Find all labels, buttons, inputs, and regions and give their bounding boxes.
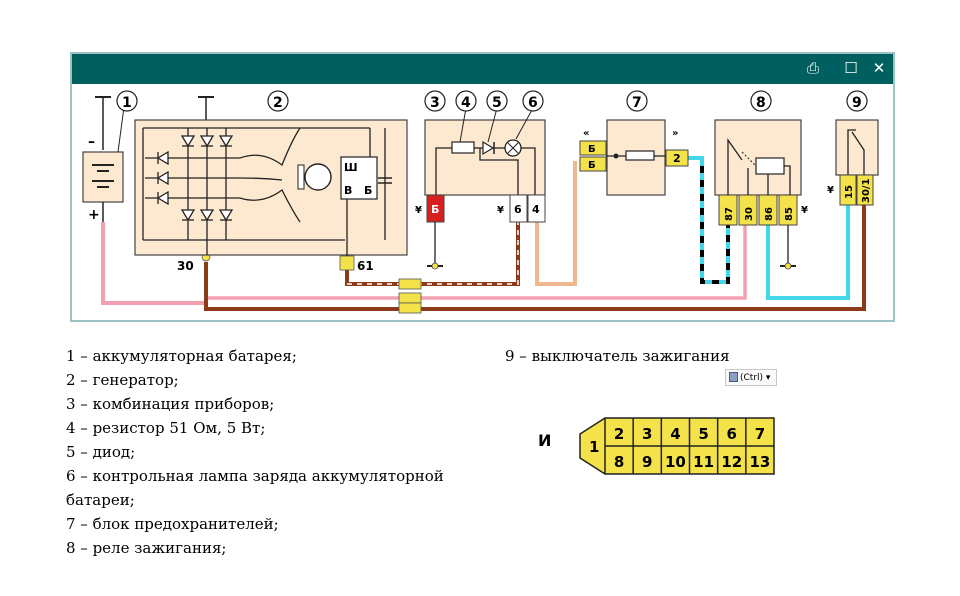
ignition-pin-15: 15 bbox=[844, 185, 855, 199]
svg-text:»: » bbox=[672, 128, 678, 139]
legend-item: 6 – контрольная лампа заряда аккумулятор… bbox=[66, 467, 444, 485]
fuse-pin-b2: Б bbox=[588, 160, 596, 171]
ignition-switch: 15 30/1 ¥ bbox=[827, 119, 879, 206]
legend-item: 8 – реле зажигания; bbox=[66, 539, 227, 557]
component-number-6: 6 bbox=[528, 95, 538, 111]
wire-pink-main bbox=[206, 225, 747, 300]
legend-list: 1 – аккумуляторная батарея; 2 – генерато… bbox=[66, 344, 444, 560]
panel-pin-b: Б bbox=[431, 203, 439, 216]
svg-text:«: « bbox=[583, 128, 589, 139]
connector-pin-11: 11 bbox=[693, 453, 714, 471]
connector-pin-3: 3 bbox=[642, 425, 652, 443]
panel-pin-6: 6 bbox=[514, 203, 522, 216]
legend-item: 1 – аккумуляторная батарея; bbox=[66, 347, 297, 365]
close-icon[interactable]: ✕ bbox=[872, 59, 886, 77]
connector-pin-8: 8 bbox=[614, 453, 624, 471]
connector-pin-7: 7 bbox=[755, 425, 765, 443]
inline-connectors bbox=[201, 252, 422, 314]
legend-item: 9 – выключатель зажигания bbox=[505, 347, 730, 365]
paste-options-button[interactable]: (Ctrl) ▾ bbox=[725, 369, 777, 386]
component-number-8: 8 bbox=[756, 95, 766, 111]
relay-pins: 87 30 86 85 bbox=[718, 194, 798, 226]
battery-minus-label: – bbox=[88, 134, 95, 150]
generator-label-v: В bbox=[344, 184, 352, 197]
relay-pin-86: 86 bbox=[764, 207, 775, 221]
generator-terminal-61: 61 bbox=[357, 259, 374, 273]
generator-label-sh: Ш bbox=[344, 161, 358, 174]
maximize-icon[interactable]: ☐ bbox=[844, 59, 858, 77]
connector-pin-10: 10 bbox=[665, 453, 686, 471]
legend-item: 4 – резистор 51 Ом, 5 Вт; bbox=[66, 419, 266, 437]
component-number-9: 9 bbox=[852, 95, 862, 111]
paste-options-label: (Ctrl) bbox=[740, 373, 764, 383]
connector-pin-2: 2 bbox=[614, 425, 624, 443]
connector-pin-13: 13 bbox=[749, 453, 770, 471]
connector-pin-5: 5 bbox=[698, 425, 708, 443]
svg-text:¥: ¥ bbox=[497, 205, 504, 216]
clipboard-icon bbox=[729, 372, 738, 382]
relay-pin-87: 87 bbox=[724, 207, 735, 221]
component-number-1: 1 bbox=[122, 95, 132, 111]
component-numbers: 1 2 3 4 5 6 7 8 9 bbox=[116, 90, 868, 112]
component-number-3: 3 bbox=[430, 95, 440, 111]
battery-plus-label: + bbox=[88, 207, 100, 223]
legend-item: 3 – комбинация приборов; bbox=[66, 395, 275, 413]
fuse-pin-b1: Б bbox=[588, 144, 596, 155]
svg-text:¥: ¥ bbox=[827, 185, 834, 196]
legend-item: батареи; bbox=[66, 491, 135, 509]
window-titlebar: ⎙ ☐ ✕ bbox=[72, 54, 893, 84]
legend-item: 2 – генератор; bbox=[66, 371, 179, 389]
svg-text:¥: ¥ bbox=[801, 205, 808, 216]
component-number-5: 5 bbox=[492, 95, 502, 111]
connector-pin-12: 12 bbox=[721, 453, 742, 471]
dropdown-arrow-icon: ▾ bbox=[763, 373, 771, 383]
ignition-relay: 87 30 86 85 ¥ bbox=[714, 119, 808, 270]
relay-pin-30: 30 bbox=[744, 207, 755, 221]
generator-terminal-30: 30 bbox=[177, 259, 194, 273]
component-number-2: 2 bbox=[273, 95, 283, 111]
generator: Ш В Б 30 61 bbox=[134, 96, 408, 273]
component-number-4: 4 bbox=[461, 95, 471, 111]
panel-pin-4: 4 bbox=[532, 203, 540, 216]
generator-label-b: Б bbox=[364, 184, 372, 197]
connector-label: И bbox=[538, 431, 551, 450]
fuse-block: Б Б 2 « » bbox=[579, 119, 689, 196]
wire-orange bbox=[535, 161, 577, 286]
connector-pin-6: 6 bbox=[727, 425, 737, 443]
connector-pin-4: 4 bbox=[670, 425, 680, 443]
wire-brown-main bbox=[204, 205, 866, 311]
svg-text:¥: ¥ bbox=[415, 205, 422, 216]
fuse-pin-2: 2 bbox=[673, 152, 681, 165]
instrument-cluster: Б 6 4 ¥ ¥ bbox=[415, 107, 546, 270]
component-number-7: 7 bbox=[632, 95, 642, 111]
legend-item: 7 – блок предохранителей; bbox=[66, 515, 279, 533]
ignition-pin-30-1: 30/1 bbox=[861, 178, 872, 203]
legend-item-9: 9 – выключатель зажигания bbox=[505, 344, 730, 368]
connector-pin-9: 9 bbox=[642, 453, 652, 471]
relay-pin-85: 85 bbox=[784, 207, 795, 221]
battery: – + bbox=[82, 96, 125, 223]
wire-cyan bbox=[766, 205, 850, 300]
print-icon[interactable]: ⎙ bbox=[806, 59, 819, 77]
connector-pin-1: 1 bbox=[589, 438, 599, 456]
legend-item: 5 – диод; bbox=[66, 443, 136, 461]
